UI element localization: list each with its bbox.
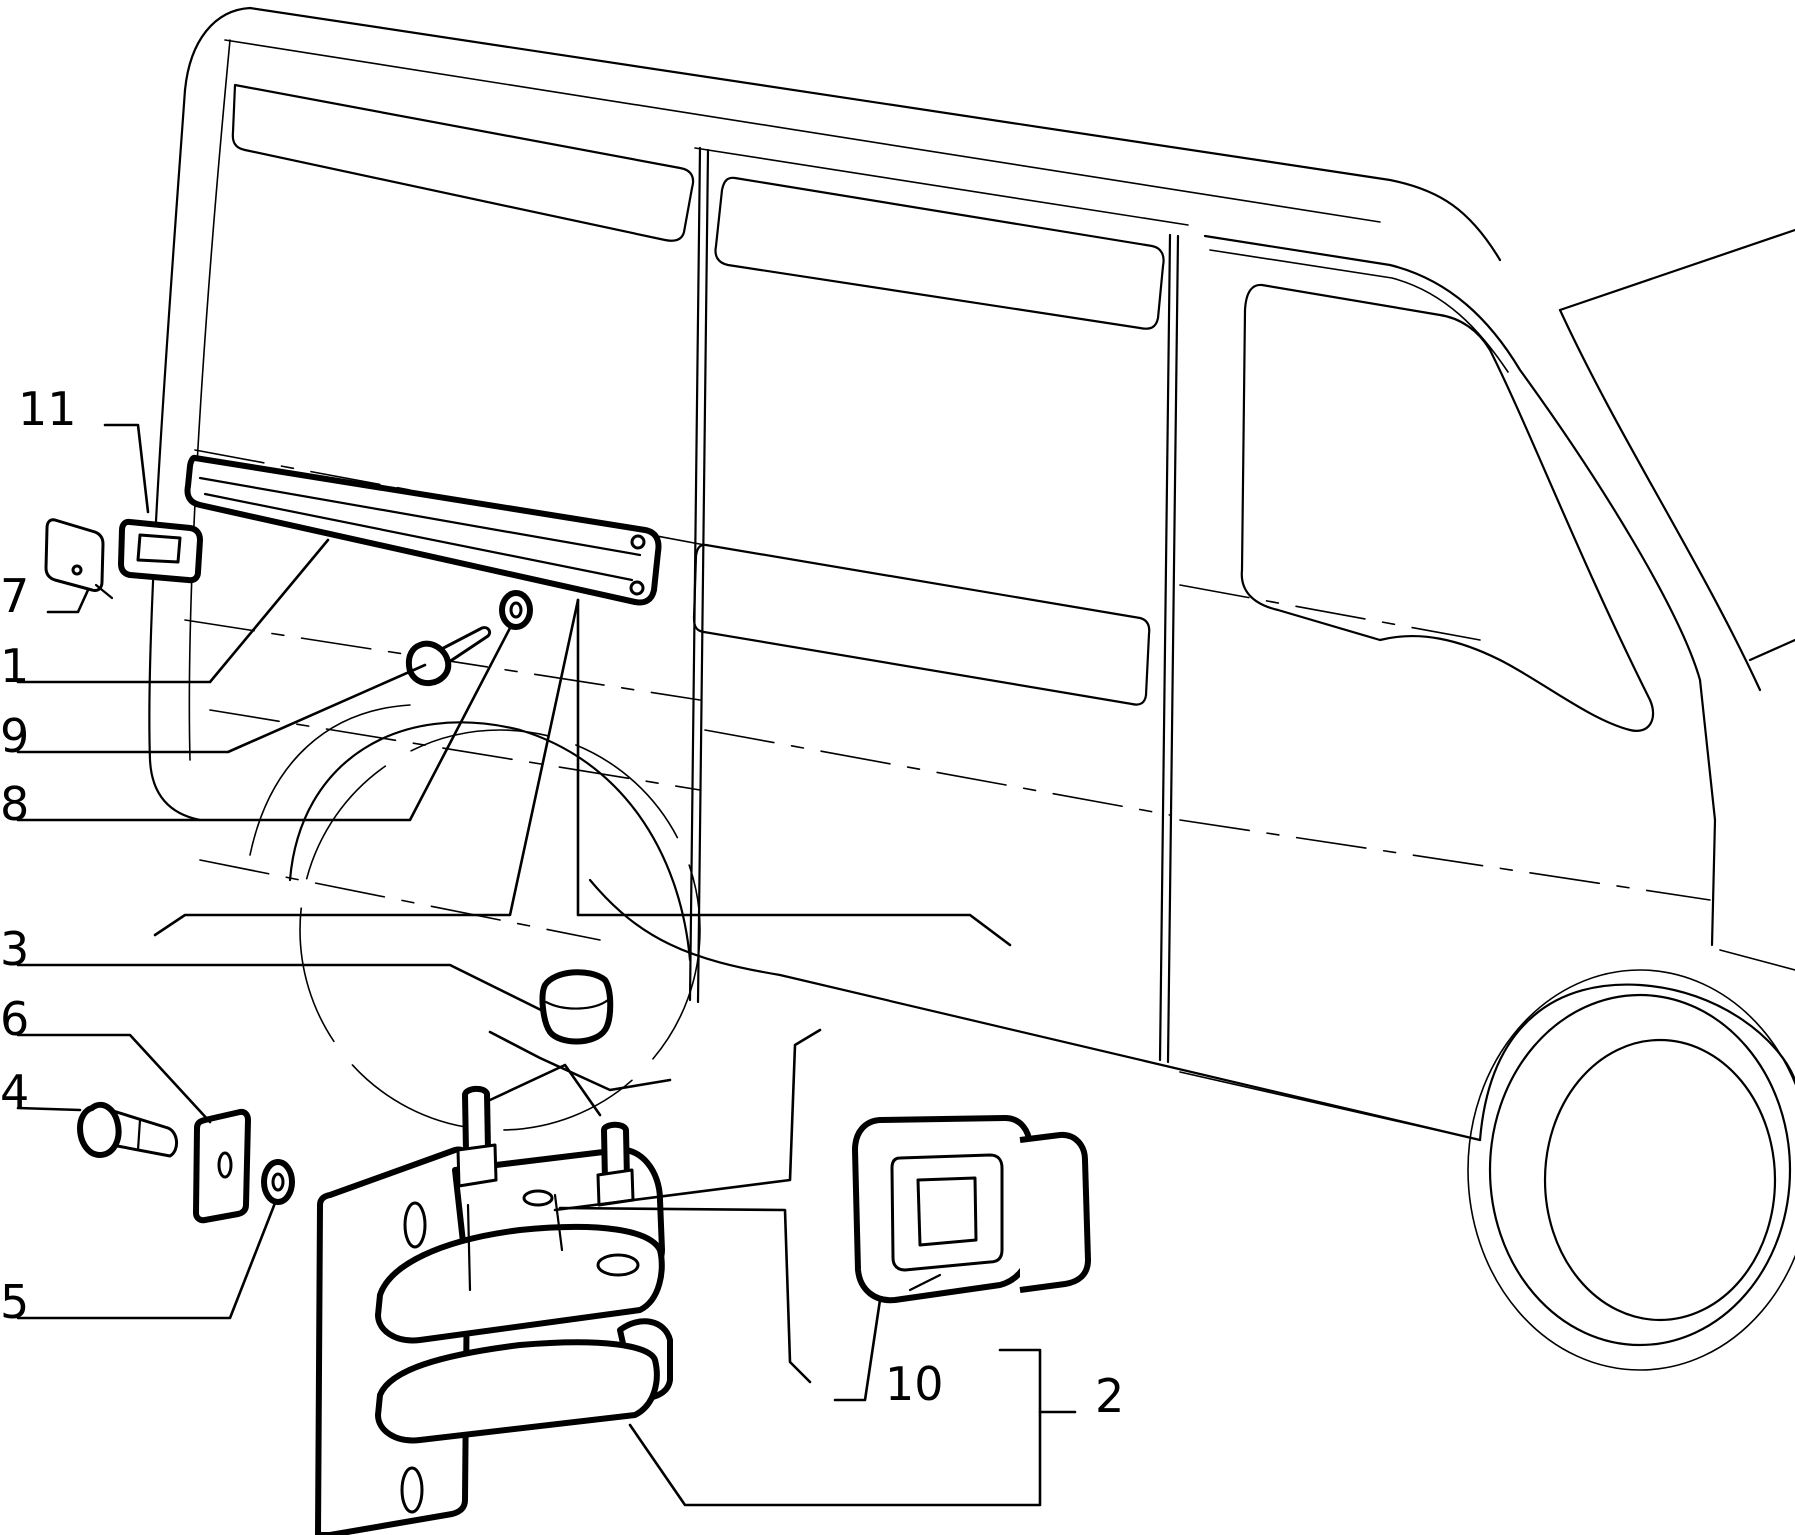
callout-5: 5 — [0, 1275, 29, 1329]
callout-11: 11 — [18, 382, 77, 436]
callout-labels: 11 7 1 9 8 3 6 4 5 10 2 — [0, 382, 1124, 1423]
cap-part — [539, 969, 614, 1045]
callout-4: 4 — [0, 1065, 29, 1119]
callout-1: 1 — [0, 639, 29, 693]
leader-lines — [16, 423, 1077, 1507]
guide-rail-part — [184, 454, 662, 606]
washer-part — [499, 590, 533, 630]
callout-2: 2 — [1095, 1369, 1124, 1423]
pin-part — [77, 1101, 178, 1158]
callout-6: 6 — [0, 992, 29, 1046]
van-body-outline — [148, 6, 1795, 1371]
hinge-assembly-part — [315, 1085, 673, 1535]
plate-part — [193, 1108, 251, 1224]
callout-9: 9 — [0, 709, 29, 763]
callout-3: 3 — [0, 922, 29, 976]
bolt-part — [405, 626, 492, 687]
callout-7: 7 — [0, 569, 29, 623]
rubber-pad-part — [118, 518, 203, 584]
callout-10: 10 — [885, 1357, 944, 1411]
clip-part — [44, 518, 114, 600]
small-washer-part — [261, 1159, 295, 1205]
bumper-pad-part — [852, 1115, 1091, 1304]
callout-8: 8 — [0, 777, 29, 831]
